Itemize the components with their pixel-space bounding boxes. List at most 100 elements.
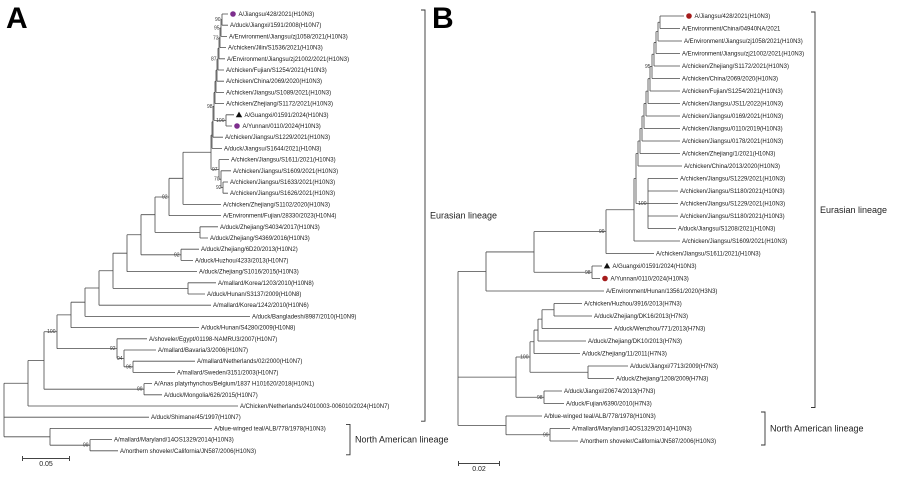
taxon-label: A/chicken/Zhejiang/1/2021(H10N3) xyxy=(682,152,775,158)
taxon-label: A/mallard/Maryland/14OS1329/2014(H10N3) xyxy=(572,427,692,433)
support-value: 96 xyxy=(126,364,132,370)
red-circle-marker-icon xyxy=(686,13,692,19)
taxon-label: A/Guangxi/01591/2024(H10N3) xyxy=(245,113,329,119)
taxon-label: A/chicken/Jiangsu/0169/2021(H10N3) xyxy=(682,114,783,120)
taxon-label: A/duck/Zhejiang/S1016/2015(H10N3) xyxy=(199,270,299,276)
taxon-label: A/chicken/Jiangsu/S1229/2021(H10N3) xyxy=(680,202,785,208)
support-value: 92 xyxy=(174,252,180,258)
taxon-label: A/Environment/Jiangsu/zj1058/2021(H10N3) xyxy=(229,34,348,40)
taxon-label: A/Environment/China/04940NA/2021 xyxy=(682,27,781,33)
taxon-label: A/northern shoveler/California/JN587/200… xyxy=(120,449,256,455)
support-value: 99 xyxy=(83,443,89,449)
taxon-label: A/chicken/Jilin/S1536/2021(H10N3) xyxy=(228,46,323,52)
taxon-label: A/chicken/Jiangsu/S1089/2021(H10N3) xyxy=(226,90,331,96)
support-value: 95 xyxy=(214,26,220,32)
taxon-label: A/duck/Jiangxi/20674/2013(H7N3) xyxy=(564,389,655,395)
support-value: 99 xyxy=(599,229,605,235)
taxon-label: A/mallard/Netherlands/02/2000(H10N7) xyxy=(197,359,302,365)
taxon-label: A/Guangxi/01591/2024(H10N3) xyxy=(613,264,697,270)
tree-panel-a: A/Jiangsu/428/2021(H10N3)A/duck/Jiangxi/… xyxy=(3,9,497,456)
taxon-label: A/chicken/Jiangsu/S1229/2021(H10N3) xyxy=(680,177,785,183)
taxon-label: A/chicken/Jiangsu/S1229/2021(H10N3) xyxy=(225,135,330,141)
taxon-label: A/northern shoveler/California/JN587/200… xyxy=(580,439,716,445)
taxon-label: A/blue-winged teal/ALB/778/1978(H10N3) xyxy=(544,414,656,420)
taxon-label: A/duck/Jiangxi/7713/2009(H7N3) xyxy=(630,364,718,370)
support-value: 97 xyxy=(212,167,218,173)
lineage-bracket xyxy=(811,11,816,408)
taxon-label: A/duck/Zhejiang/DK10/2013(H7N3) xyxy=(588,339,682,345)
taxon-label: A/Yunnan/0110/2024(H10N3) xyxy=(611,277,689,283)
lineage-bracket xyxy=(421,9,426,422)
taxon-label: A/chicken/Jiangsu/S1609/2021(H10N3) xyxy=(682,239,787,245)
support-value: 99 xyxy=(137,387,143,393)
taxon-label: A/chicken/Fujian/S1254/2021(H10N3) xyxy=(682,89,783,95)
taxon-label: A/chicken/China/2069/2020(H10N3) xyxy=(226,79,322,85)
support-value: 95 xyxy=(645,64,651,70)
support-value: 99 xyxy=(543,432,549,438)
purple-circle-marker-icon xyxy=(234,123,240,129)
taxon-label: A/Environment/Hunan/13561/2020(H3N3) xyxy=(606,289,717,295)
support-value: 87 xyxy=(211,57,217,63)
purple-circle-marker-icon xyxy=(230,11,236,17)
triangle-marker-icon xyxy=(603,262,611,269)
taxon-label: A/Chicken/Netherlands/24010003-006010/20… xyxy=(240,404,389,410)
scale-bar-a: 0.05 xyxy=(22,456,70,468)
support-value: 70 xyxy=(214,177,220,183)
taxon-label: A/Jiangsu/428/2021(H10N3) xyxy=(239,12,315,18)
lineage-label: North American lineage xyxy=(770,424,864,434)
taxon-label: A/chicken/Huzhou/3916/2013(H7N3) xyxy=(584,302,682,308)
taxon-label: A/duck/Shimane/45/1997(H10N7) xyxy=(151,415,241,421)
taxon-label: A/duck/Zhejiang/DK16/2013(H7N3) xyxy=(594,314,688,320)
taxon-label: A/chicken/Jiangsu/S1180/2021(H10N3) xyxy=(680,189,785,195)
taxon-label: A/chicken/Jiangsu/S1611/2021(H10N3) xyxy=(656,252,761,258)
taxon-label: A/duck/Wenzhou/771/2013(H7N3) xyxy=(614,327,705,333)
tree-panel-b: A/Jiangsu/428/2021(H10N3) A/Environment/C… xyxy=(457,11,887,446)
taxon-label: A/mallard/Sweden/3151/2003(H10N7) xyxy=(177,370,278,376)
support-value: 100 xyxy=(638,201,647,207)
taxon-label: A/mallard/Bavaria/3/2006(H10N7) xyxy=(158,348,248,354)
taxon-label: A/Environment/Jiangsu/zj21002/2021(H10N3… xyxy=(682,52,804,58)
tree-branches xyxy=(3,13,250,452)
taxon-label: A/duck/Zhejiang/1208/2009(H7N3) xyxy=(616,377,708,383)
scale-bar-a-line xyxy=(22,456,70,461)
taxon-label: A/chicken/Jiangsu/S1626/2021(H10N3) xyxy=(230,191,335,197)
panel-a-letter: A xyxy=(6,2,28,35)
taxon-label: A/chicken/Zhejiang/S1172/2021(H10N3) xyxy=(226,102,333,108)
lineage-label: Eurasian lineage xyxy=(820,205,887,215)
taxon-label: A/duck/Huzhou/4233/2013(H10N7) xyxy=(195,258,288,264)
taxon-label: A/chicken/Zhejiang/S1102/2020(H10N3) xyxy=(223,202,330,208)
taxon-label: A/Jiangsu/428/2021(H10N3) xyxy=(695,14,771,20)
support-value: 90 xyxy=(215,17,221,23)
taxon-label: A/Environment/Fujian/28330/2023(H10N4) xyxy=(223,214,336,220)
lineage-bracket xyxy=(761,411,766,446)
support-value: 100 xyxy=(520,355,529,361)
taxon-label: A/Environment/Jiangsu/zj1058/2021(H10N3) xyxy=(684,39,803,45)
taxon-label: A/mallard/Korea/1242/2010(H10N6) xyxy=(213,303,309,309)
taxon-label: A/duck/Zhejiang/S4034/2017(H10N3) xyxy=(220,225,320,231)
scale-bar-a-value: 0.05 xyxy=(39,461,53,468)
lineage-label: North American lineage xyxy=(355,435,449,445)
taxon-label: A/duck/Hunan/S3137/2009(H10N8) xyxy=(207,292,301,298)
taxon-label: A/duck/Zhejiang/11/2011(H7N3) xyxy=(582,352,667,358)
taxon-label: A/Environment/Jiangsu/zj21002/2021(H10N3… xyxy=(227,57,349,63)
tree-branches xyxy=(457,15,684,442)
taxon-label: A/chicken/China/2069/2020(H10N3) xyxy=(682,77,778,83)
taxon-label: A/duck/Jiangsu/S1208/2021(H10N3) xyxy=(678,227,775,233)
support-value: 100 xyxy=(47,329,56,335)
triangle-marker-icon xyxy=(235,111,243,118)
taxon-label: A/Anas platyrhynchos/Belgium/1837 H10162… xyxy=(154,382,314,388)
support-value: 92 xyxy=(110,346,116,352)
taxon-label: A/chicken/Jiangsu/JS11/2022(H10N3) xyxy=(682,102,783,108)
red-circle-marker-icon xyxy=(602,275,608,282)
taxon-label: A/chicken/China/2013/2020(H10N3) xyxy=(684,164,780,170)
taxon-label: A/chicken/Zhejiang/S1172/2021(H10N3) xyxy=(682,64,789,70)
support-value: 73 xyxy=(213,35,219,41)
support-value: 98 xyxy=(207,104,213,110)
taxon-label: A/chicken/Jiangsu/S1633/2021(H10N3) xyxy=(230,180,335,186)
taxon-label: A/mallard/Korea/1203/2010(H10N8) xyxy=(218,281,314,287)
taxon-label: A/shoveler/Egypt/01198-NAMRU3/2007(H10N7… xyxy=(149,337,277,343)
taxon-label: A/duck/Mongolia/626/2015(H10N7) xyxy=(164,393,258,399)
taxon-label: A/duck/Fujian/6390/2010(H7N3) xyxy=(566,402,652,408)
taxon-label: A/duck/Zhejiang/S4369/2016(H10N3) xyxy=(210,236,310,242)
taxon-label: A/chicken/Jiangsu/S1609/2021(H10N3) xyxy=(233,169,338,175)
